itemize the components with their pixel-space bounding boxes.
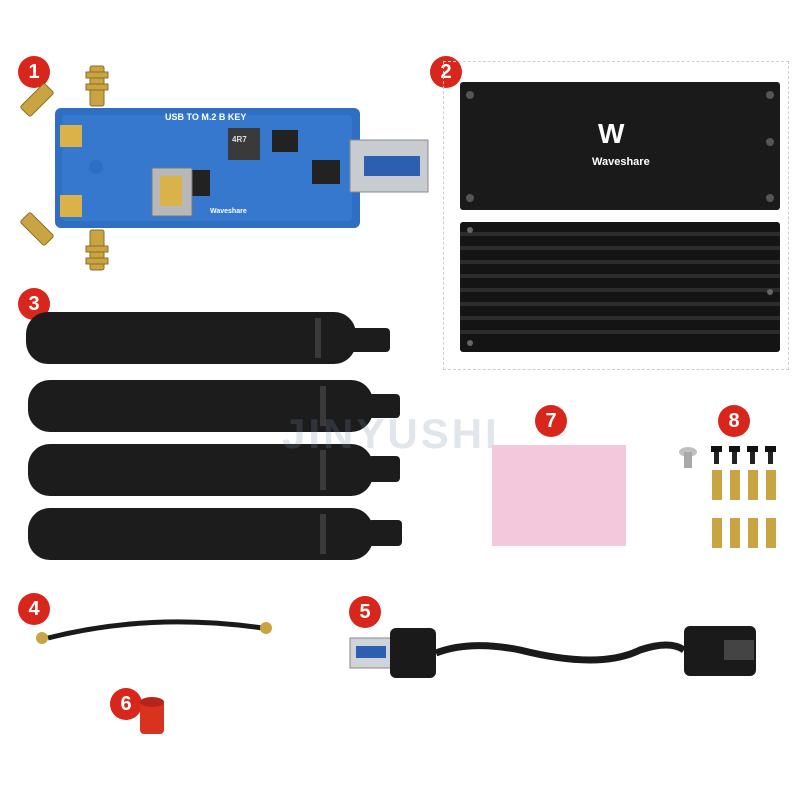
- badge-8: 8: [718, 405, 750, 437]
- board-title-text: USB TO M.2 B KEY: [165, 112, 247, 122]
- badge-7: 7: [535, 405, 567, 437]
- case-logo: W: [598, 118, 625, 149]
- case-dashed-frame: [443, 61, 789, 370]
- inductor-marking-text: 4R7: [232, 135, 247, 144]
- badge-1: 1: [18, 56, 50, 88]
- badge-4: 4: [18, 593, 50, 625]
- watermark-text: JINYUSHI: [282, 410, 500, 457]
- board-brand-text: Waveshare: [210, 208, 247, 215]
- badge-5: 5: [349, 596, 381, 628]
- thermal-pad: [492, 445, 626, 546]
- case-brand-text: Waveshare: [592, 156, 650, 168]
- badge-6: 6: [110, 688, 142, 720]
